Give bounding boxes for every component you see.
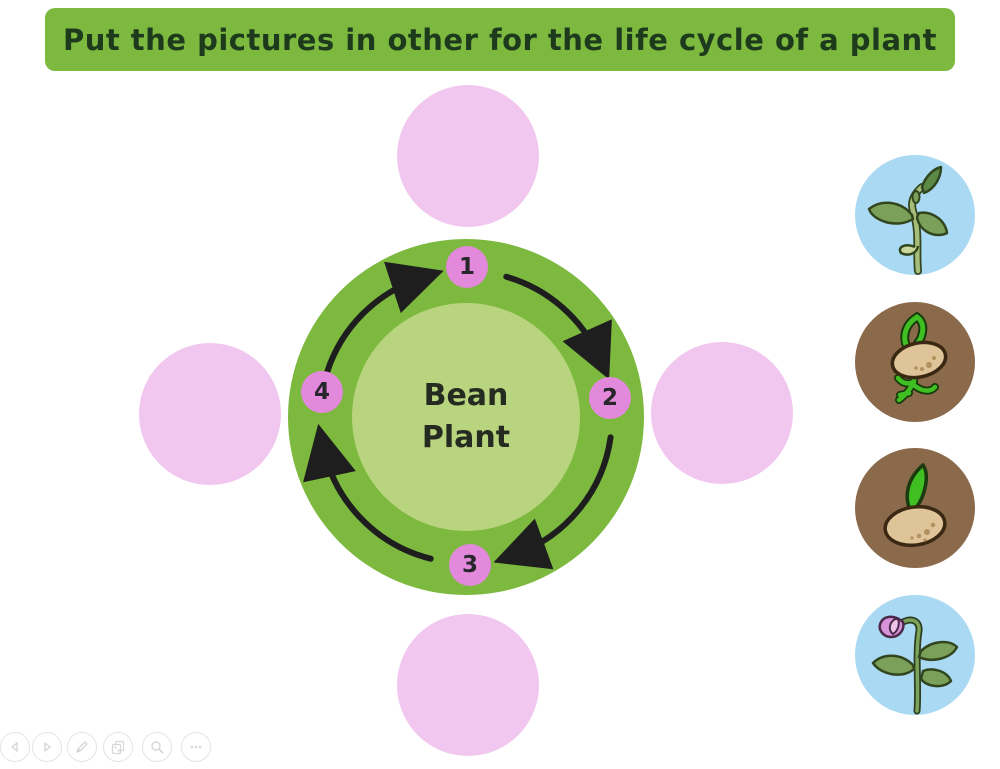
title-text: Put the pictures in other for the life c…: [62, 22, 938, 57]
wheel-center: Bean Plant: [352, 303, 580, 531]
arrow-2-to-3: [493, 434, 614, 570]
magnifier-icon: [151, 741, 164, 754]
drop-zone-top[interactable]: [397, 85, 539, 227]
pages-button[interactable]: [103, 732, 133, 762]
life-cycle-wheel: Bean Plant 1 2 3 4: [288, 239, 644, 595]
next-button[interactable]: [32, 732, 62, 762]
stage-image-sprouting-seed[interactable]: [855, 448, 975, 568]
title-banner: Put the pictures in other for the life c…: [45, 8, 955, 71]
pencil-icon: [76, 741, 88, 753]
step-number-2: 2: [601, 385, 618, 411]
drop-zone-bottom[interactable]: [397, 614, 539, 756]
cycle-arrows-icon: [303, 261, 614, 570]
more-button[interactable]: [181, 732, 211, 762]
arrow-1-to-2: [503, 273, 612, 380]
stage-image-seedling[interactable]: [855, 155, 975, 275]
step-badge-1: 1: [446, 246, 488, 288]
edit-button[interactable]: [67, 732, 97, 762]
arrow-3-to-4: [303, 423, 434, 562]
stage-image-germinated-seed[interactable]: [855, 302, 975, 422]
center-label-line2: Plant: [421, 420, 511, 455]
drop-zone-left[interactable]: [139, 343, 281, 485]
zoom-button[interactable]: [142, 732, 172, 762]
ellipsis-icon: [190, 745, 202, 749]
previous-button[interactable]: [0, 732, 30, 762]
previous-icon: [11, 742, 18, 752]
step-number-1: 1: [458, 254, 475, 280]
seedling-icon: [867, 165, 949, 275]
step-badge-4: 4: [301, 371, 343, 413]
step-number-4: 4: [313, 379, 330, 405]
step-badge-2: 2: [589, 377, 631, 419]
flowering-plant-icon: [871, 615, 959, 715]
pages-icon: [111, 740, 125, 755]
sprouting-seed-icon: [883, 463, 947, 548]
center-label-line1: Bean: [423, 378, 509, 413]
step-number-3: 3: [461, 552, 478, 578]
stage-image-flowering-plant[interactable]: [855, 595, 975, 715]
drop-zone-right[interactable]: [651, 342, 793, 484]
next-icon: [44, 742, 51, 752]
wheel-center-label: Bean Plant: [422, 375, 510, 459]
arrow-4-to-1: [324, 261, 444, 375]
step-badge-3: 3: [449, 544, 491, 586]
germinated-seed-icon: [890, 311, 948, 404]
